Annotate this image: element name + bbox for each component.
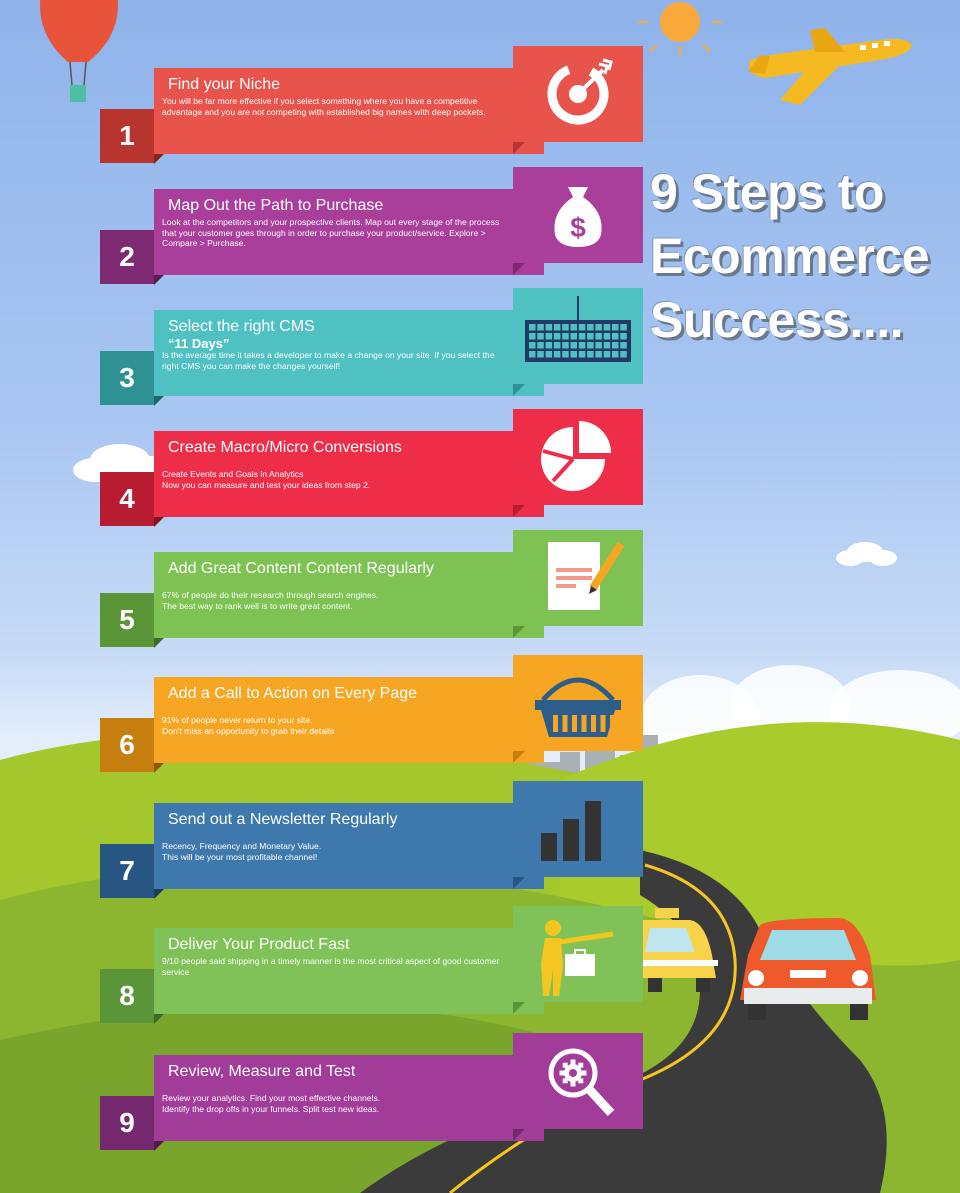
- step-number-tab: [100, 351, 154, 405]
- step-heading: Map Out the Path to Purchase: [168, 197, 384, 214]
- hot-air-balloon-icon: [40, 0, 118, 102]
- step-number: 5: [119, 604, 135, 635]
- step-heading: Send out a Newsletter Regularly: [168, 811, 398, 828]
- step-number-tab: [100, 718, 154, 772]
- step-8: 8 Deliver Your Product Fast 9/10 people sa…: [100, 906, 645, 1046]
- step-ribbon: [154, 310, 544, 396]
- icon-box-fold: [513, 877, 525, 889]
- ribbon-fold: [154, 396, 164, 406]
- step-number: 2: [119, 241, 135, 272]
- ribbon-fold: [154, 763, 164, 773]
- step-text: Create Events and Goals in Analytics Now…: [162, 469, 371, 490]
- step-number-tab: [100, 593, 154, 647]
- step-number: 4: [119, 483, 135, 514]
- title-line-2: Ecommerce: [650, 228, 930, 284]
- airplane-icon: [748, 28, 912, 105]
- step-subheading: “11 Days”: [168, 336, 230, 351]
- step-number-tab: [100, 1096, 154, 1150]
- step-heading: Add Great Content Content Regularly: [168, 560, 434, 577]
- title-line-1: 9 Steps to: [650, 164, 884, 220]
- step-text: 9/10 people said shipping in a timely ma…: [162, 956, 500, 977]
- step-number: 8: [119, 980, 135, 1011]
- ribbon-fold: [154, 1014, 164, 1024]
- svg-text:$: $: [570, 212, 586, 243]
- step-heading: Create Macro/Micro Conversions: [168, 439, 402, 456]
- step-3: 3 Select the right CMS“11 Days”Is the ave…: [100, 288, 645, 428]
- step-ribbon: [154, 189, 544, 275]
- step-ribbon: [154, 431, 544, 517]
- icon-box-fold: [513, 1129, 525, 1141]
- step-ribbon: [154, 803, 544, 889]
- taxi-icon: [640, 908, 718, 992]
- step-number-tab: [100, 472, 154, 526]
- step-text: Is the average time it takes a developer…: [162, 350, 495, 371]
- icon-box-fold: [513, 1002, 525, 1014]
- ribbon-fold: [154, 889, 164, 899]
- icon-box: [513, 1033, 643, 1129]
- step-heading: Review, Measure and Test: [168, 1063, 356, 1080]
- keyboard-icon: [525, 296, 631, 362]
- ribbon-fold: [154, 638, 164, 648]
- step-5: 5 Add Great Content Content Regularly 67% …: [100, 530, 645, 670]
- sun-icon: [638, 2, 722, 56]
- ribbon-fold: [154, 154, 164, 164]
- infographic-title: 9 Steps to Ecommerce Success....: [650, 160, 930, 352]
- step-heading: Add a Call to Action on Every Page: [168, 685, 418, 702]
- step-number: 9: [119, 1107, 135, 1138]
- car-icon: [740, 918, 876, 1020]
- step-heading: Find your Niche: [168, 76, 281, 93]
- step-number-tab: [100, 109, 154, 163]
- document-pencil-icon: [548, 541, 625, 610]
- ribbon-fold: [154, 275, 164, 285]
- icon-box-fold: [513, 505, 525, 517]
- step-text: Review your analytics. Find your most ef…: [162, 1093, 381, 1114]
- step-text: Recency, Frequency and Monetary Value. T…: [162, 841, 322, 862]
- step-text: 67% of people do their research through …: [162, 590, 379, 611]
- search-gear-icon: [548, 1048, 615, 1117]
- bar-chart-icon: [541, 801, 601, 861]
- step-text: Look at the competitors and your prospec…: [162, 217, 500, 248]
- title-line-3: Success....: [650, 292, 904, 348]
- step-number: 7: [119, 855, 135, 886]
- step-number: 1: [119, 120, 135, 151]
- step-number-tab: [100, 844, 154, 898]
- pie-chart-icon: [541, 421, 611, 491]
- step-ribbon: [154, 68, 544, 154]
- step-heading: Select the right CMS: [168, 318, 315, 335]
- step-number: 6: [119, 729, 135, 760]
- ribbon-fold: [154, 517, 164, 527]
- step-text: 91% of people never return to your site.…: [162, 715, 335, 736]
- money-bag-icon: $: [554, 187, 602, 247]
- icon-box-fold: [513, 142, 525, 154]
- step-6: 6 Add a Call to Action on Every Page 91% o…: [100, 655, 645, 795]
- step-ribbon: [154, 928, 544, 1014]
- target-icon: [547, 58, 613, 125]
- icon-box-fold: [513, 263, 525, 275]
- step-ribbon: [154, 677, 544, 763]
- icon-box-fold: [513, 384, 525, 396]
- basket-icon: [535, 677, 621, 737]
- ribbon-fold: [154, 1141, 164, 1151]
- icon-box-fold: [513, 626, 525, 638]
- step-number-tab: [100, 969, 154, 1023]
- step-ribbon: [154, 552, 544, 638]
- step-heading: Deliver Your Product Fast: [168, 936, 350, 953]
- step-number: 3: [119, 362, 135, 393]
- step-number-tab: [100, 230, 154, 284]
- icon-box-fold: [513, 751, 525, 763]
- delivery-person-icon: [541, 920, 614, 996]
- step-ribbon: [154, 1055, 544, 1141]
- step-text: You will be far more effective if you se…: [162, 96, 486, 117]
